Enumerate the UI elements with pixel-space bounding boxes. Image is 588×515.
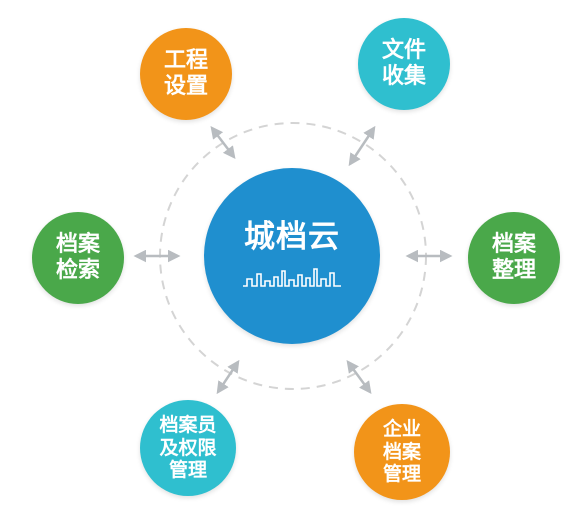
node-label-line: 管理 <box>382 463 421 486</box>
node-archive-organize: 档案 整理 <box>468 212 560 304</box>
node-label-line: 检索 <box>55 258 100 283</box>
node-label-line: 企业 <box>382 417 421 440</box>
node-label-line: 设置 <box>163 74 208 99</box>
node-label-line: 档案 <box>382 440 421 463</box>
node-label-line: 收集 <box>381 64 426 89</box>
node-enterprise-archive: 企业 档案 管理 <box>354 404 450 500</box>
arrow-bottom-left <box>216 359 240 395</box>
node-label-line: 档案 <box>491 231 536 257</box>
center-title: 城档云 <box>244 218 340 255</box>
center-node: 城档云 <box>204 168 380 344</box>
arrow-bottom-right <box>346 359 372 395</box>
node-archive-search: 档案 检索 <box>32 212 124 304</box>
node-file-collection: 文件 收集 <box>358 18 450 110</box>
node-label-line: 档案员 <box>159 413 217 436</box>
node-label-line: 文件 <box>381 37 426 63</box>
arrow-top-left <box>210 126 236 159</box>
node-label-line: 档案 <box>55 231 100 257</box>
node-label-line: 及权限 <box>159 436 217 459</box>
node-project-settings: 工程 设置 <box>140 28 232 120</box>
city-skyline-icon <box>243 267 341 287</box>
node-label-line: 管理 <box>168 459 207 482</box>
node-archivist-permissions: 档案员 及权限 管理 <box>140 400 236 496</box>
node-label-line: 整理 <box>491 258 536 283</box>
arrow-top-right <box>348 125 376 167</box>
node-label-line: 工程 <box>163 47 208 73</box>
